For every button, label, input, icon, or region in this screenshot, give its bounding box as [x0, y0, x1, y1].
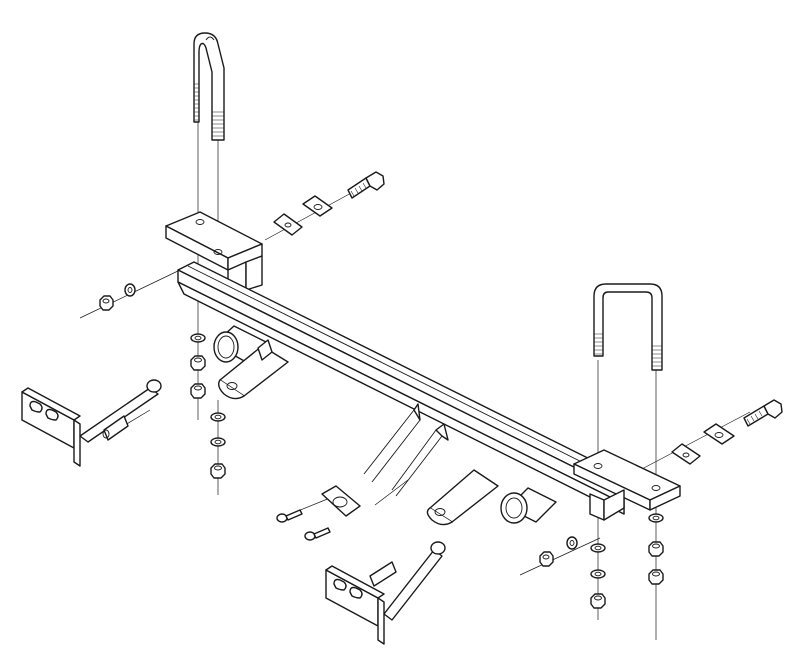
small-screws: [276, 509, 331, 541]
screw-icon: [276, 509, 303, 523]
washer-icon: [566, 536, 578, 550]
nut-icon: [539, 551, 554, 567]
right-u-bolt: [593, 283, 663, 371]
washer-icon: [648, 513, 664, 523]
left-u-bolt-threads: [194, 83, 224, 137]
right-mounting-bracket: [573, 449, 681, 521]
right-u-bolt-threads: [594, 333, 662, 367]
right-hardware-stack: [539, 513, 664, 609]
wiring-bracket-plate: [321, 403, 449, 517]
nut-icon: [648, 541, 664, 557]
cross-tube-main-bar: [177, 261, 641, 515]
spacer-plates-right: [671, 423, 735, 465]
left-hardware-stack: [99, 283, 226, 479]
screw-icon: [304, 527, 331, 541]
left-bolt: [347, 171, 385, 199]
washer-icon: [190, 333, 206, 343]
washer-icon: [590, 569, 606, 579]
left-removable-bracket-with-pin: [21, 379, 162, 467]
nut-icon: [190, 355, 206, 371]
washer-icon: [210, 437, 226, 447]
nut-icon: [210, 463, 226, 479]
washer-icon: [210, 412, 226, 422]
left-mounting-bracket: [165, 211, 263, 301]
right-tow-bracket-arm: [426, 469, 499, 526]
washer-icon: [590, 543, 606, 553]
left-tow-bracket-arm: [217, 339, 289, 400]
nut-icon: [590, 593, 606, 609]
nut-icon: [190, 383, 206, 399]
washer-icon: [124, 283, 136, 297]
right-receiver-tab: [500, 487, 557, 524]
spacer-plates: [273, 195, 333, 236]
nut-icon: [99, 295, 114, 311]
nut-icon: [648, 569, 664, 585]
right-bolt: [743, 399, 783, 427]
left-u-bolt: [193, 32, 225, 141]
right-removable-bracket-with-pin: [325, 541, 446, 645]
